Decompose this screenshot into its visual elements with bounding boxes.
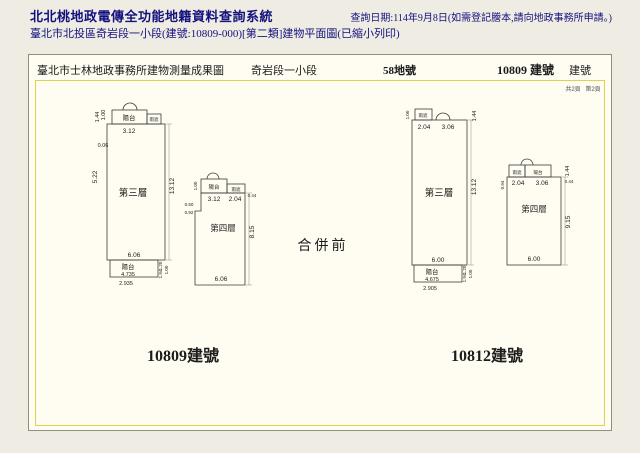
balcony-label: 陽台: [426, 267, 439, 276]
dim-label: 1.44: [95, 112, 101, 123]
bottom-balcony-outline: [413, 264, 463, 283]
canopy-label: 雨遮: [513, 169, 522, 176]
floor-label: 第三層: [119, 187, 148, 199]
building-number-label: 建號: [569, 65, 591, 77]
floor-label: 第三層: [425, 187, 454, 199]
dim-label: 1.20: [462, 265, 467, 274]
dim-label: 1.94: [462, 273, 467, 282]
survey-drawing: 共2頁 第2頁 1.44 1.00 陽台 雨遮 3.12 0.06 5.22 第…: [35, 80, 605, 426]
dim-label: 8.15: [249, 225, 256, 238]
drawing-border: [35, 80, 605, 426]
dim-label: 6.00: [432, 257, 445, 264]
plan-10809-4f: 陽台 雨遮 1.00 3.12 2.04 0.44 0.50 0.92 8.15…: [185, 172, 257, 286]
dim-label: 1.00: [468, 269, 473, 278]
dim-label: 6.06: [128, 252, 141, 259]
dim-label: 0.50: [185, 202, 194, 207]
balcony-label: 陽台: [123, 113, 136, 122]
dim-label: 3.12: [208, 196, 221, 203]
land-section: 奇岩段一小段: [251, 65, 317, 77]
dim-label: 4.675: [425, 277, 439, 283]
query-date-note: 查詢日期:114年9月8日(如需登記謄本,請向地政事務所申請。): [350, 13, 612, 24]
dim-label: 0.44: [248, 193, 257, 198]
dim-label: 2.905: [423, 286, 437, 292]
caption-10809: 10809建號: [147, 346, 219, 365]
dim-label: 5.22: [92, 170, 99, 183]
balcony-arc-icon: [206, 172, 220, 180]
plan-10812-3f: 雨遮 1.00 2.04 3.06 1.44 13.12 第三層 6.00 陽台…: [405, 108, 478, 292]
balcony-arc-icon: [520, 158, 534, 166]
building-number: 10809 建號: [497, 63, 555, 77]
dim-label: 2.04: [229, 196, 242, 203]
canopy-outline: [146, 113, 162, 125]
dim-label: 1.94: [158, 269, 163, 278]
main-outline: [506, 176, 562, 266]
top-balcony-outline: [524, 164, 552, 178]
canopy-outline: [226, 183, 246, 194]
office-title: 臺北市士林地政事務所建物測量成果圖: [37, 65, 224, 77]
floor-label: 第四層: [210, 223, 236, 233]
dim-label: 6.00: [528, 256, 541, 263]
doc-subtitle: 臺北市北投區奇岩段一小段(建號:10809-000)[第二類]建物平面圖(已縮小…: [30, 28, 400, 40]
canopy-label: 雨遮: [150, 116, 159, 123]
app-title: 北北桃地政電傳全功能地籍資料查詢系統: [30, 9, 274, 24]
dim-label: 2.935: [119, 281, 133, 287]
dim-label: 0.06: [98, 143, 109, 149]
dim-label: 13.12: [169, 177, 176, 194]
dim-label: 1.00: [193, 181, 198, 190]
merge-before-label: 合併前: [298, 237, 349, 254]
main-outline: [194, 192, 246, 286]
page-total: 共2頁: [565, 85, 580, 93]
balcony-arc-icon: [122, 102, 138, 111]
dim-label: 3.06: [536, 180, 549, 187]
balcony-arc-icon: [435, 112, 451, 121]
balcony-label: 陽台: [122, 262, 135, 271]
parcel-number: 58地號: [383, 65, 416, 77]
dim-label: 1.44: [472, 111, 478, 122]
plan-10812-4f: 雨遮 陽台 2.04 3.06 1.44 0.44 0.94 9.15 第四層 …: [500, 158, 574, 266]
page-current: 第2頁: [585, 85, 600, 93]
dim-label: 1.00: [164, 265, 169, 274]
canopy-label: 雨遮: [232, 186, 241, 193]
dim-label: 6.06: [215, 276, 228, 283]
dim-label: 4.735: [121, 272, 135, 278]
dim-label: 9.15: [565, 215, 572, 228]
bottom-balcony-outline: [109, 259, 159, 278]
balcony-label: 陽台: [534, 169, 543, 176]
survey-document: 臺北市士林地政事務所建物測量成果圖 奇岩段一小段 58地號 10809 建號 建…: [28, 54, 612, 431]
dim-label: 1.44: [565, 166, 571, 177]
dim-label: 13.12: [471, 178, 478, 195]
dim-label: 2.04: [418, 124, 431, 131]
dim-label: 1.20: [158, 261, 163, 270]
canopy-label: 雨遮: [419, 112, 428, 119]
balcony-label: 陽台: [208, 183, 220, 191]
caption-10812: 10812建號: [451, 346, 523, 365]
canopy-outline: [414, 108, 433, 121]
floor-label: 第四層: [521, 204, 547, 214]
plan-10809-3f: 1.44 1.00 陽台 雨遮 3.12 0.06 5.22 第三層 13.12…: [92, 102, 176, 287]
dim-label: 1.00: [101, 110, 107, 121]
dim-label: 0.44: [565, 179, 574, 184]
dim-label: 2.04: [512, 180, 525, 187]
dim-label: 3.06: [442, 124, 455, 131]
dim-label: 0.94: [500, 180, 505, 189]
dim-label: 1.00: [405, 110, 410, 119]
dim-label: 3.12: [123, 128, 136, 135]
dim-label: 0.92: [185, 210, 194, 215]
